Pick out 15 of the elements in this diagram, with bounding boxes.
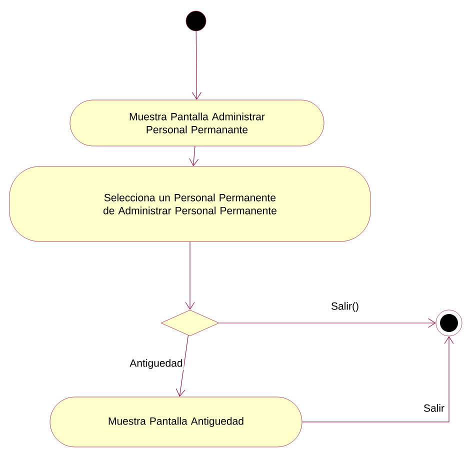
arrow bbox=[192, 30, 202, 100]
edge-label: Salir bbox=[422, 403, 446, 413]
edge-label: Salir() bbox=[330, 301, 360, 313]
arrow bbox=[218, 318, 436, 328]
decision-diamond bbox=[160, 310, 220, 336]
activity-box: Muestra Pantalla Administrar Personal Permanante bbox=[70, 100, 324, 146]
arrow bbox=[302, 336, 454, 422]
final-node bbox=[436, 310, 462, 336]
arrow bbox=[189, 146, 199, 166]
arrow bbox=[176, 335, 189, 397]
arrow bbox=[185, 241, 195, 310]
edge-label: Antiguedad bbox=[128, 358, 184, 370]
initial-node bbox=[186, 10, 206, 32]
activity-box: Muestra Pantalla Antiguedad bbox=[50, 396, 302, 448]
activity-box: Selecciona un Personal Permanente de Administrar Personal Permanente bbox=[9, 166, 371, 242]
